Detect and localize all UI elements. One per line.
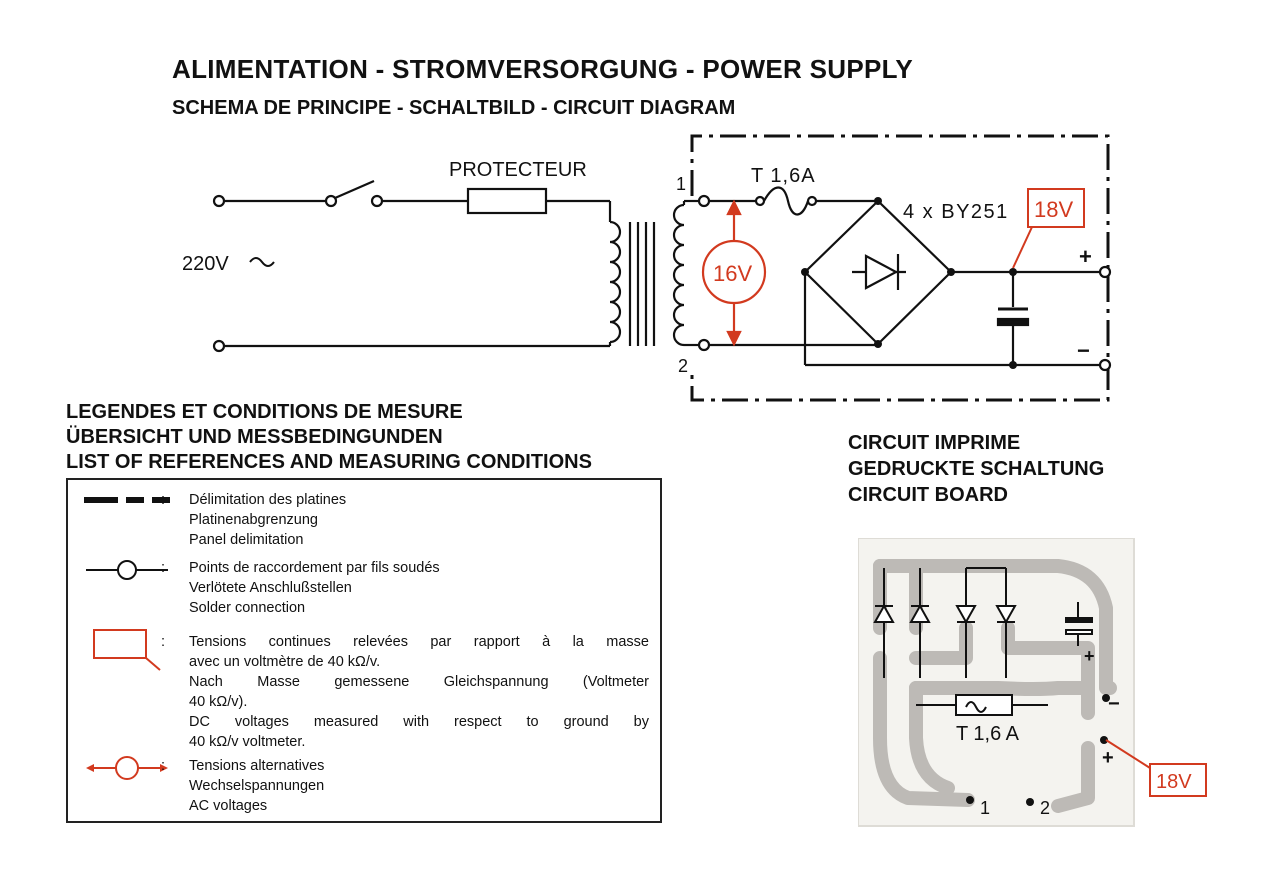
ac-circle-symbol xyxy=(86,756,168,780)
dc-measurement-18v xyxy=(1012,188,1085,269)
legend-text: DC voltages measured with respect to gro… xyxy=(189,714,649,730)
pcb-diode-2 xyxy=(909,603,931,623)
legend-text: Points de raccordement par fils soudés xyxy=(189,560,440,576)
legend-text: Solder connection xyxy=(189,600,306,616)
capacitor-plate-bottom xyxy=(996,317,1030,327)
legend-entry-panel-delimitation: : Délimitation des platines Platinenabgr… xyxy=(68,490,660,552)
page-title: ALIMENTATION - STROMVERSORGUNG - POWER S… xyxy=(172,54,914,84)
legend-text: AC voltages xyxy=(189,798,268,814)
mains-voltage-label: 220V xyxy=(182,253,229,275)
legend-heading-fr: LEGENDES ET CONDITIONS DE MESURE xyxy=(66,401,463,423)
secondary-coil xyxy=(672,203,685,347)
pcb-heading-de: GEDRUCKTE SCHALTUNG xyxy=(848,458,1105,480)
pcb-fuse-label: T 1,6 A xyxy=(956,723,1020,745)
protector-label: PROTECTEUR xyxy=(449,159,587,181)
pcb-dc-measurement xyxy=(1105,739,1207,797)
pcb-heading-fr: CIRCUIT IMPRIME xyxy=(848,432,1021,454)
circuit-board: T 1,6 A 1 2 − + + 18V xyxy=(858,538,1207,827)
pcb-diode-4 xyxy=(995,605,1017,625)
pcb-diode-3 xyxy=(955,605,977,625)
output-terminal-plus xyxy=(1098,265,1112,279)
pcb-heading: CIRCUIT IMPRIME GEDRUCKTE SCHALTUNG CIRC… xyxy=(848,430,1104,508)
terminal-2-label: 2 xyxy=(678,356,688,376)
legend-text: Délimitation des platines xyxy=(189,492,347,508)
switch-blade xyxy=(334,179,375,200)
legend-text: Nach Masse gemessene Gleichspannung (Vol… xyxy=(189,674,649,690)
legend-text: Wechselspannungen xyxy=(189,778,325,794)
dashed-line-symbol xyxy=(84,497,170,503)
bridge-diode xyxy=(864,254,899,290)
pcb-pad-plus xyxy=(1100,736,1108,744)
pcb-pad-1-label: 1 xyxy=(980,798,990,818)
switch-contact-right xyxy=(370,194,384,208)
circuit-diagram: 220V PROTECTEUR 1 2 T 1,6A 4 x BY251 + −… xyxy=(182,134,1112,402)
protector-fuse xyxy=(466,187,548,215)
pcb-fuse xyxy=(955,694,1013,716)
pcb-pad-1 xyxy=(966,796,974,804)
pcb-dc-voltage-value: 18V xyxy=(1156,771,1192,793)
dc-box-symbol xyxy=(93,629,161,671)
legend-heading: LEGENDES ET CONDITIONS DE MESURE ÜBERSIC… xyxy=(66,400,592,475)
ac-measurement-16v xyxy=(701,199,767,347)
fuse-t16a xyxy=(763,186,810,216)
terminal-1-label: 1 xyxy=(676,174,686,194)
legend-text: Tensions continues relevées par rapport … xyxy=(189,634,649,650)
legend-text: Verlötete Anschlußstellen xyxy=(189,580,352,596)
legend-text: Panel delimitation xyxy=(189,532,304,548)
legend-text: 40 kΩ/v). xyxy=(189,694,248,710)
switch-contact-left xyxy=(324,194,338,208)
legend-heading-en: LIST OF REFERENCES AND MEASURING CONDITI… xyxy=(66,451,592,473)
legend-heading-de: ÜBERSICHT UND MESSBEDINGUNDEN xyxy=(66,426,443,448)
ac-symbol xyxy=(249,257,275,267)
ac-voltage-value: 16V xyxy=(713,261,752,286)
legend-entry-ac-voltages: : Tensions alternatives Wechselspannunge… xyxy=(68,756,660,818)
pcb-pad-2-label: 2 xyxy=(1040,798,1050,818)
pcb-pad-minus xyxy=(1102,694,1110,702)
pcb-diode-1 xyxy=(873,603,895,623)
legend-text: avec un voltmètre de 40 kΩ/v. xyxy=(189,654,381,670)
output-minus-label: − xyxy=(1077,338,1090,363)
pcb-capacitor xyxy=(1065,602,1093,646)
mains-terminal-top xyxy=(212,194,226,208)
legend-box: : Délimitation des platines Platinenabgr… xyxy=(66,478,662,823)
legend-text: Platinenabgrenzung xyxy=(189,512,318,528)
primary-coil xyxy=(609,220,622,344)
pcb-diodes xyxy=(873,603,1017,625)
dc-voltage-value: 18V xyxy=(1034,197,1073,222)
secondary-node-1 xyxy=(697,194,711,208)
fuse-t16a-label: T 1,6A xyxy=(751,165,816,187)
legend-text: 40 kΩ/v voltmeter. xyxy=(189,734,306,750)
solder-point-symbol xyxy=(86,560,168,580)
mains-terminal-bottom xyxy=(212,339,226,353)
pcb-capacitor-plus: + xyxy=(1084,646,1095,666)
page-subtitle: SCHEMA DE PRINCIPE - SCHALTBILD - CIRCUI… xyxy=(172,97,736,119)
legend-entry-dc-voltages: : Tensions continues relevées par rappor… xyxy=(68,628,660,752)
secondary-node-2 xyxy=(697,338,711,352)
pcb-minus-label: − xyxy=(1108,693,1120,715)
legend-text: Tensions alternatives xyxy=(189,758,325,774)
pcb-pad-2 xyxy=(1026,798,1034,806)
pcb-heading-en: CIRCUIT BOARD xyxy=(848,484,1008,506)
legend-entry-solder-connection: : Points de raccordement par fils soudés… xyxy=(68,558,660,620)
output-terminal-minus xyxy=(1098,358,1112,372)
output-plus-label: + xyxy=(1079,244,1092,269)
pcb-plus-label: + xyxy=(1102,747,1114,769)
rectifier-label: 4 x BY251 xyxy=(903,201,1009,223)
